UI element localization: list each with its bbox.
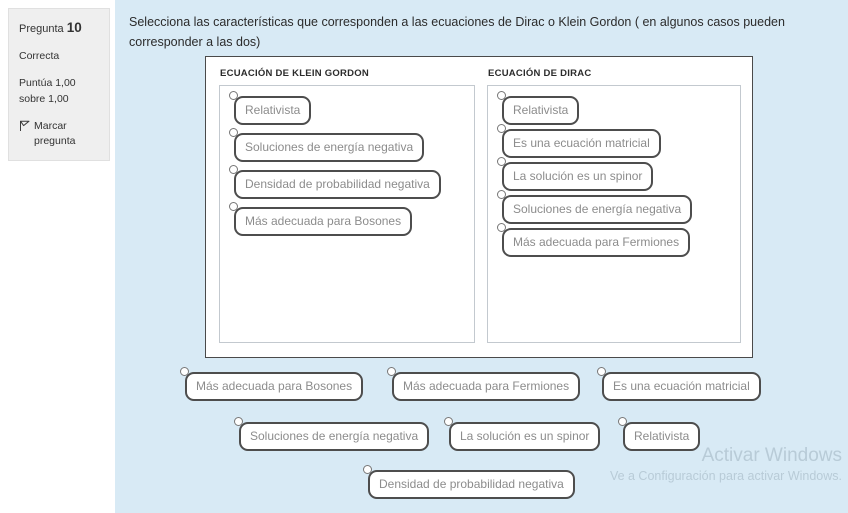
draggable-chip-spinor[interactable]: La solución es un spinor xyxy=(444,417,601,451)
drag-handle-icon[interactable] xyxy=(180,367,189,376)
question-title: Pregunta 10 xyxy=(19,18,99,39)
list-item: Densidad de probabilidad negativa xyxy=(229,165,474,199)
draggable-chip-densidad-probabilidad[interactable]: Densidad de probabilidad negativa xyxy=(363,465,575,499)
chip-label: Es una ecuación matricial xyxy=(513,136,650,150)
draggable-chip-bank: Más adecuada para Bosones Más adecuada p… xyxy=(115,360,848,499)
drag-handle-icon[interactable] xyxy=(597,367,606,376)
dropped-chip-dirac-3[interactable]: Soluciones de energía negativa xyxy=(497,190,693,224)
drag-handle-icon[interactable] xyxy=(618,417,627,426)
draggable-chip-bosones[interactable]: Más adecuada para Bosones xyxy=(180,367,364,401)
question-label: Pregunta xyxy=(19,23,64,35)
chip-label: Relativista xyxy=(634,429,690,443)
chip-label: Relativista xyxy=(513,103,569,117)
list-item: La solución es un spinor xyxy=(497,157,740,191)
chip-label: Soluciones de energía negativa xyxy=(250,429,419,443)
chip-label: Soluciones de energía negativa xyxy=(513,202,682,216)
drag-handle-icon[interactable] xyxy=(229,165,238,174)
question-number: 10 xyxy=(66,20,82,35)
chip-label: La solución es un spinor xyxy=(513,169,643,183)
list-item: Soluciones de energía negativa xyxy=(229,128,474,162)
drag-handle-icon[interactable] xyxy=(497,157,506,166)
list-item: Más adecuada para Fermiones xyxy=(497,223,740,257)
draggable-chip-relativista[interactable]: Relativista xyxy=(618,417,701,451)
drag-handle-icon[interactable] xyxy=(229,202,238,211)
draggable-chip-matricial[interactable]: Es una ecuación matricial xyxy=(597,367,761,401)
question-prompt: Selecciona las características que corre… xyxy=(129,15,785,50)
dropzone-dirac: ECUACIÓN DE DIRAC Relativista Es una ecu… xyxy=(487,68,741,343)
dropzone-title-klein-gordon: ECUACIÓN DE KLEIN GORDON xyxy=(220,68,370,79)
draggable-chip-row-1: Más adecuada para Bosones Más adecuada p… xyxy=(115,360,848,404)
dropzone-area-dirac[interactable]: Relativista Es una ecuación matricial La… xyxy=(487,85,741,343)
dropped-chip-dirac-0[interactable]: Relativista xyxy=(497,91,580,125)
drag-handle-icon[interactable] xyxy=(229,91,238,100)
question-info-panel: Pregunta 10 Correcta Puntúa 1,00 sobre 1… xyxy=(8,8,110,162)
list-item: Relativista xyxy=(497,91,740,125)
drag-handle-icon[interactable] xyxy=(363,465,372,474)
dropzone-area-klein-gordon[interactable]: Relativista Soluciones de energía negati… xyxy=(219,85,475,343)
dragdrop-container: ECUACIÓN DE KLEIN GORDON Relativista Sol… xyxy=(205,56,753,358)
drag-handle-icon[interactable] xyxy=(497,124,506,133)
chip-label: Relativista xyxy=(245,103,301,117)
flag-icon xyxy=(19,120,30,137)
chip-label: Más adecuada para Fermiones xyxy=(513,235,680,249)
dropped-chip-dirac-1[interactable]: Es una ecuación matricial xyxy=(497,124,661,158)
dropped-chip-kg-3[interactable]: Más adecuada para Bosones xyxy=(229,202,413,236)
flag-question-button[interactable]: Marcar pregunta xyxy=(19,119,99,151)
draggable-chip-energia-negativa[interactable]: Soluciones de energía negativa xyxy=(234,417,430,451)
drag-handle-icon[interactable] xyxy=(497,190,506,199)
list-item: Relativista xyxy=(229,91,474,125)
chip-label: Densidad de probabilidad negativa xyxy=(245,177,430,191)
drag-handle-icon[interactable] xyxy=(387,367,396,376)
question-content: Selecciona las características que corre… xyxy=(115,0,848,513)
drag-handle-icon[interactable] xyxy=(497,91,506,100)
chip-label: Más adecuada para Bosones xyxy=(245,214,402,228)
chip-label: La solución es un spinor xyxy=(460,429,590,443)
chip-label: Densidad de probabilidad negativa xyxy=(379,477,564,491)
drag-handle-icon[interactable] xyxy=(497,223,506,232)
dropzone-title-dirac: ECUACIÓN DE DIRAC xyxy=(488,68,592,79)
list-item: Es una ecuación matricial xyxy=(497,124,740,158)
dropped-chip-kg-0[interactable]: Relativista xyxy=(229,91,312,125)
dropzone-klein-gordon: ECUACIÓN DE KLEIN GORDON Relativista Sol… xyxy=(219,68,475,343)
chip-label: Es una ecuación matricial xyxy=(613,379,750,393)
question-state: Correcta xyxy=(19,49,60,62)
list-item: Más adecuada para Bosones xyxy=(229,202,474,236)
draggable-chip-row-2: Soluciones de energía negativa La soluci… xyxy=(115,404,848,451)
question-grade: Puntúa 1,00 sobre 1,00 xyxy=(19,77,76,106)
chip-label: Soluciones de energía negativa xyxy=(245,140,414,154)
draggable-chip-fermiones[interactable]: Más adecuada para Fermiones xyxy=(387,367,581,401)
flag-question-label: Marcar pregunta xyxy=(34,119,76,148)
drag-handle-icon[interactable] xyxy=(229,128,238,137)
draggable-chip-row-3: Densidad de probabilidad negativa xyxy=(115,448,848,499)
chip-label: Más adecuada para Bosones xyxy=(196,379,353,393)
dropped-chip-kg-2[interactable]: Densidad de probabilidad negativa xyxy=(229,165,441,199)
dropped-chip-dirac-2[interactable]: La solución es un spinor xyxy=(497,157,654,191)
dropped-chip-kg-1[interactable]: Soluciones de energía negativa xyxy=(229,128,425,162)
chip-label: Más adecuada para Fermiones xyxy=(403,379,570,393)
list-item: Soluciones de energía negativa xyxy=(497,190,740,224)
dropped-chip-dirac-4[interactable]: Más adecuada para Fermiones xyxy=(497,223,691,257)
drag-handle-icon[interactable] xyxy=(234,417,243,426)
drag-handle-icon[interactable] xyxy=(444,417,453,426)
